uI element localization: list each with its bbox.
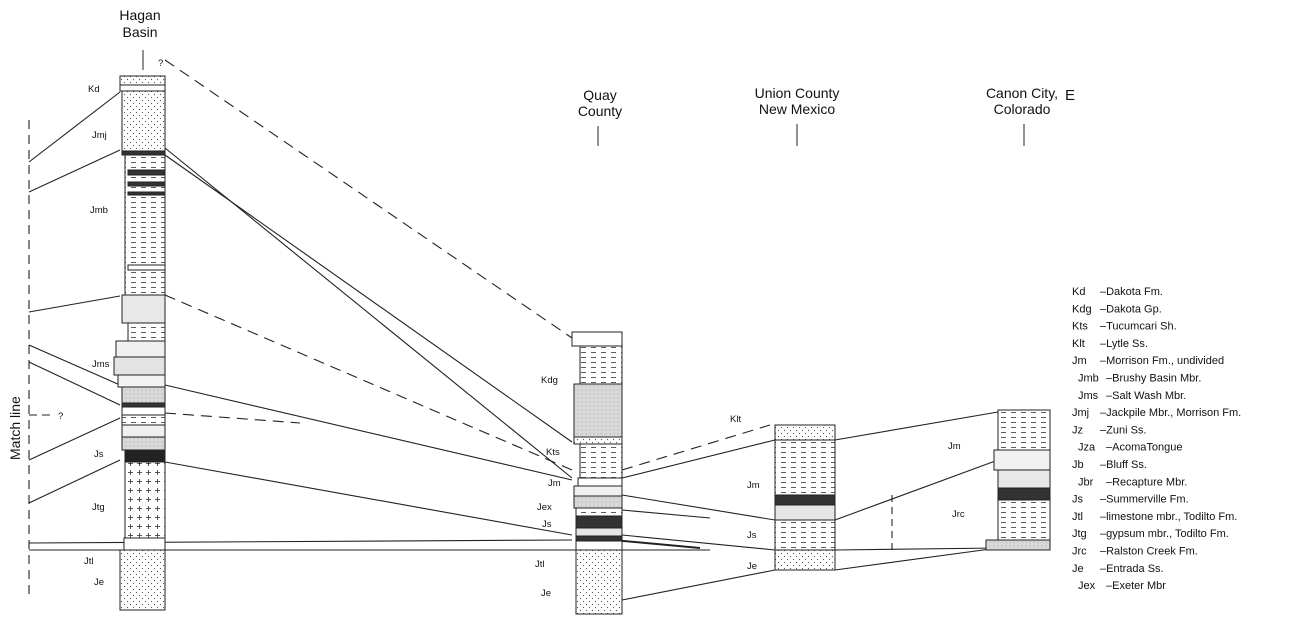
unit-label: Jex: [537, 502, 552, 513]
column-quay-county: [572, 332, 622, 614]
unit-label: Klt: [730, 414, 741, 425]
unit-label: Jmj: [92, 130, 107, 141]
legend-description: –Exeter Mbr: [1106, 580, 1166, 592]
legend-code: Kdg: [1072, 303, 1092, 315]
legend-description: –Salt Wash Mbr.: [1106, 390, 1186, 402]
unit-label: Kts: [546, 447, 560, 458]
legend-description: –Morrison Fm., undivided: [1100, 355, 1224, 367]
unit-label: Je: [94, 577, 104, 588]
unit-label: Jm: [747, 480, 760, 491]
unit-label: Je: [541, 588, 551, 599]
legend-description: –Lytle Ss.: [1100, 338, 1148, 350]
legend-description: –Recapture Mbr.: [1106, 476, 1187, 488]
legend-code: Jtg: [1072, 528, 1087, 540]
legend-code: Jms: [1078, 390, 1099, 402]
unit-label: Kdg: [541, 375, 558, 386]
unit-label: Js: [94, 449, 104, 460]
location-name-line-2: County: [578, 103, 622, 119]
legend-code: Jz: [1072, 424, 1083, 436]
query-mark-top: ?: [158, 58, 163, 69]
unit-label: Jms: [92, 359, 110, 370]
legend-code: Jbr: [1078, 476, 1094, 488]
legend: Kd –Dakota Fm. Kdg –Dakota Gp. Kts –Tucumcari…: [1072, 286, 1241, 592]
location-canon-city: Canon City, Colorado: [986, 85, 1058, 146]
location-name-line-1: Quay: [583, 87, 616, 103]
unit-label: Jrc: [952, 509, 965, 520]
column-union-county: [775, 425, 835, 570]
match-line: Match line: [7, 120, 29, 600]
unit-label: Jm: [948, 441, 961, 452]
unit-label: Jtl: [84, 556, 94, 567]
location-name-line-1: Union County: [755, 85, 840, 101]
legend-description: –Dakota Gp.: [1100, 303, 1162, 315]
direction-label: E: [1065, 87, 1075, 104]
unit-label: Js: [542, 519, 552, 530]
legend-code: Jmj: [1072, 407, 1089, 419]
legend-code: Jtl: [1072, 511, 1083, 523]
location-hagan-basin: Hagan Basin: [119, 7, 160, 70]
legend-code: Kd: [1072, 286, 1085, 298]
legend-code: Klt: [1072, 338, 1085, 350]
column-hagan-basin: [114, 76, 165, 610]
location-name-line-2: Basin: [122, 24, 157, 40]
legend-description: –AcomaTongue: [1106, 442, 1182, 454]
legend-description: –gypsum mbr., Todilto Fm.: [1100, 528, 1229, 540]
legend-code: Je: [1072, 563, 1084, 575]
legend-description: –Ralston Creek Fm.: [1100, 546, 1198, 558]
location-name-line-1: Canon City,: [986, 85, 1058, 101]
location-quay-county: Quay County: [578, 87, 622, 146]
column-canon-city: [986, 410, 1050, 550]
location-name-line-2: New Mexico: [759, 101, 835, 117]
legend-description: –Zuni Ss.: [1100, 424, 1146, 436]
legend-description: –Bluff Ss.: [1100, 459, 1147, 471]
legend-description: –Entrada Ss.: [1100, 563, 1164, 575]
unit-label: Jtl: [535, 559, 545, 570]
correlation-lines: [29, 60, 998, 600]
unit-label: Jm: [548, 478, 561, 489]
legend-description: –Brushy Basin Mbr.: [1106, 373, 1201, 385]
legend-code: Js: [1072, 494, 1084, 506]
location-name-line-2: Colorado: [994, 101, 1051, 117]
legend-description: –limestone mbr., Todilto Fm.: [1100, 511, 1237, 523]
unit-label: Kd: [88, 84, 100, 95]
legend-code: Kts: [1072, 321, 1088, 333]
query-mark-left: ?: [58, 411, 63, 422]
legend-code: Jb: [1072, 459, 1084, 471]
location-union-county: Union County New Mexico: [755, 85, 840, 146]
legend-code: Jm: [1072, 355, 1087, 367]
legend-description: –Dakota Fm.: [1100, 286, 1163, 298]
legend-code: Jza: [1078, 442, 1096, 454]
legend-description: –Jackpile Mbr., Morrison Fm.: [1100, 407, 1241, 419]
legend-description: –Tucumcari Sh.: [1100, 321, 1177, 333]
unit-label: Js: [747, 530, 757, 541]
legend-code: Jmb: [1078, 373, 1099, 385]
unit-label: Jtg: [92, 502, 105, 513]
legend-code: Jex: [1078, 580, 1096, 592]
location-name-line-1: Hagan: [119, 7, 160, 23]
legend-description: –Summerville Fm.: [1100, 494, 1189, 506]
unit-label: Jmb: [90, 205, 108, 216]
unit-label: Je: [747, 561, 757, 572]
match-line-label: Match line: [7, 396, 23, 460]
legend-code: Jrc: [1072, 546, 1087, 558]
